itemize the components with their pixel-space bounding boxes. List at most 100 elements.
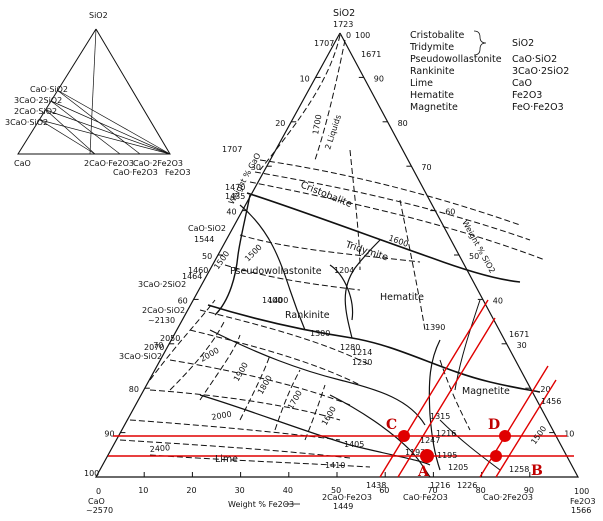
inset-bottom-label-cf2: CaO·2Fe2O3 (133, 159, 183, 168)
compound-label-cf: CaO·Fe2O3 (403, 493, 448, 502)
right-axis-tick-label: 10 (564, 430, 574, 439)
legend-formula: SiO2 (512, 38, 534, 49)
isotherm-lines (119, 34, 546, 468)
marker-a-dot (420, 449, 434, 463)
temp-label: 1435 (225, 192, 245, 201)
right-corner-value: 100 (574, 487, 589, 496)
right-axis-tick-label: 40 (493, 296, 503, 305)
temp-label: 1280 (340, 343, 360, 352)
temp-label: 1405 (344, 440, 364, 449)
field-label-magnetite: Magnetite (462, 386, 510, 397)
compound-temp-c3s: 2070 (144, 343, 164, 352)
field-label-tridymite: Tridymite (343, 239, 389, 263)
temp-label: 1410 (325, 461, 345, 470)
legend-formula: CaO (512, 78, 532, 89)
temp-label: 1460 (188, 266, 208, 275)
legend-formula: 3CaO·2SiO2 (512, 66, 569, 77)
compound-temp-c2s: ~2130 (148, 316, 175, 325)
inset-bottom-right-label: Fe2O3 (165, 168, 191, 177)
legend-name: Magnetite (410, 102, 458, 113)
bottom-axis-tick-label: 50 (331, 486, 341, 495)
legend-brace-icon (473, 30, 487, 56)
construction-line (495, 379, 557, 478)
left-corner-name: CaO (88, 497, 105, 506)
compound-label-c2s: 2CaO·SiO2 (142, 306, 185, 315)
right-axis-tick-label: 90 (374, 74, 384, 83)
left-corner-value: 100 (84, 469, 99, 478)
marker-c-dot (398, 430, 410, 442)
temp-label: 1470 (225, 183, 245, 192)
temp-label: 1216 (436, 429, 456, 438)
marker-b-dot (490, 450, 502, 462)
temp-label: 1438 (366, 481, 386, 490)
left-axis-tick-label: 80 (129, 385, 139, 394)
left-axis-tick-label: 20 (275, 119, 285, 128)
temp-label: 1192 (405, 448, 425, 457)
apex-temp: 1723 (333, 20, 353, 29)
legend-formula: CaO·SiO2 (512, 54, 557, 65)
left-axis-tick-label: 30 (251, 163, 261, 172)
bottom-axis-tick-label: 90 (524, 486, 534, 495)
legend-name: Hematite (410, 90, 454, 101)
temp-label: 1700 (286, 389, 304, 411)
left-axis-tick-label: 50 (202, 252, 212, 261)
apex-temp-1707: 1707 (314, 39, 334, 48)
left-axis-tick-label: 40 (226, 208, 236, 217)
left-axis-tick-label: 10 (300, 74, 310, 83)
left-corner-zero: 0 (96, 487, 101, 496)
right-corner-temp: 1566 (571, 506, 591, 515)
temp-label: 2000 (211, 410, 233, 422)
right-axis-tick-label: 60 (445, 208, 455, 217)
legend-name: Lime (410, 78, 433, 89)
temp-label: 1315 (430, 412, 450, 421)
temp-label: 1247 (420, 436, 440, 445)
compound-label-c3s2: 3CaO·2SiO2 (138, 280, 186, 289)
temp-label: 1500 (212, 249, 231, 271)
temp-label: 1205 (448, 463, 468, 472)
compound-temp-c2f: 1449 (333, 502, 353, 511)
temp-label: 1707 (222, 145, 242, 154)
left-axis-tick-label: 70 (153, 341, 163, 350)
construction-line (397, 317, 496, 478)
right-corner-name: Fe2O3 (570, 497, 596, 506)
inset-left-label-c3s: 3CaO·SiO2 (5, 118, 48, 127)
marker-b-label: B (531, 463, 543, 479)
compound-label-c2f: 2CaO·Fe2O3 (322, 493, 372, 502)
compound-label-c3s: 3CaO·SiO2 (119, 352, 162, 361)
markers: A B C D (386, 417, 543, 480)
right-axis-tick-label: 30 (517, 341, 527, 350)
temp-label: 1226 (457, 481, 477, 490)
inset-apex-label: SiO2 (89, 11, 108, 20)
compound-temp-cs: 1544 (194, 235, 214, 244)
temp-label: 1400 (268, 296, 288, 305)
bottom-axis-tick-label: 80 (476, 486, 486, 495)
marker-c-label: C (386, 417, 397, 433)
field-label-hematite: Hematite (380, 292, 424, 303)
compound-label-cf2: CaO·2Fe2O3 (483, 493, 533, 502)
apex-temp-1671: 1671 (361, 50, 381, 59)
bottom-axis-tick-label: 60 (379, 486, 389, 495)
temp-label: 1456 (541, 397, 561, 406)
axis-bottom-title: Weight % Fe2O3 (228, 500, 294, 509)
temp-label: 1900 (232, 361, 250, 383)
temp-label: 1700 (311, 114, 323, 136)
bottom-axis-tick-label: 70 (427, 486, 437, 495)
legend-name: Pseudowollastonite (410, 54, 502, 65)
temp-label: 2050 (160, 334, 180, 343)
temp-label: 1500 (529, 424, 548, 446)
temp-label: 2400 (149, 443, 170, 454)
apex-label: SiO2 (333, 8, 355, 19)
right-axis-tick-label: 70 (421, 163, 431, 172)
temp-label: 1500 (243, 243, 264, 264)
inset-bottom-left-label: CaO (14, 159, 31, 168)
bottom-axis-tick-label: 30 (235, 486, 245, 495)
right-axis-tick-label: 50 (469, 252, 479, 261)
temp-label: 1195 (437, 451, 457, 460)
temp-label: 2000 (199, 346, 221, 364)
field-label-cristobalite: Cristobalite (299, 180, 354, 211)
field-label-pseudowollastonite: Pseudowollastonite (230, 266, 322, 277)
phase-boundaries (199, 192, 541, 478)
marker-a-label: A (417, 464, 430, 480)
